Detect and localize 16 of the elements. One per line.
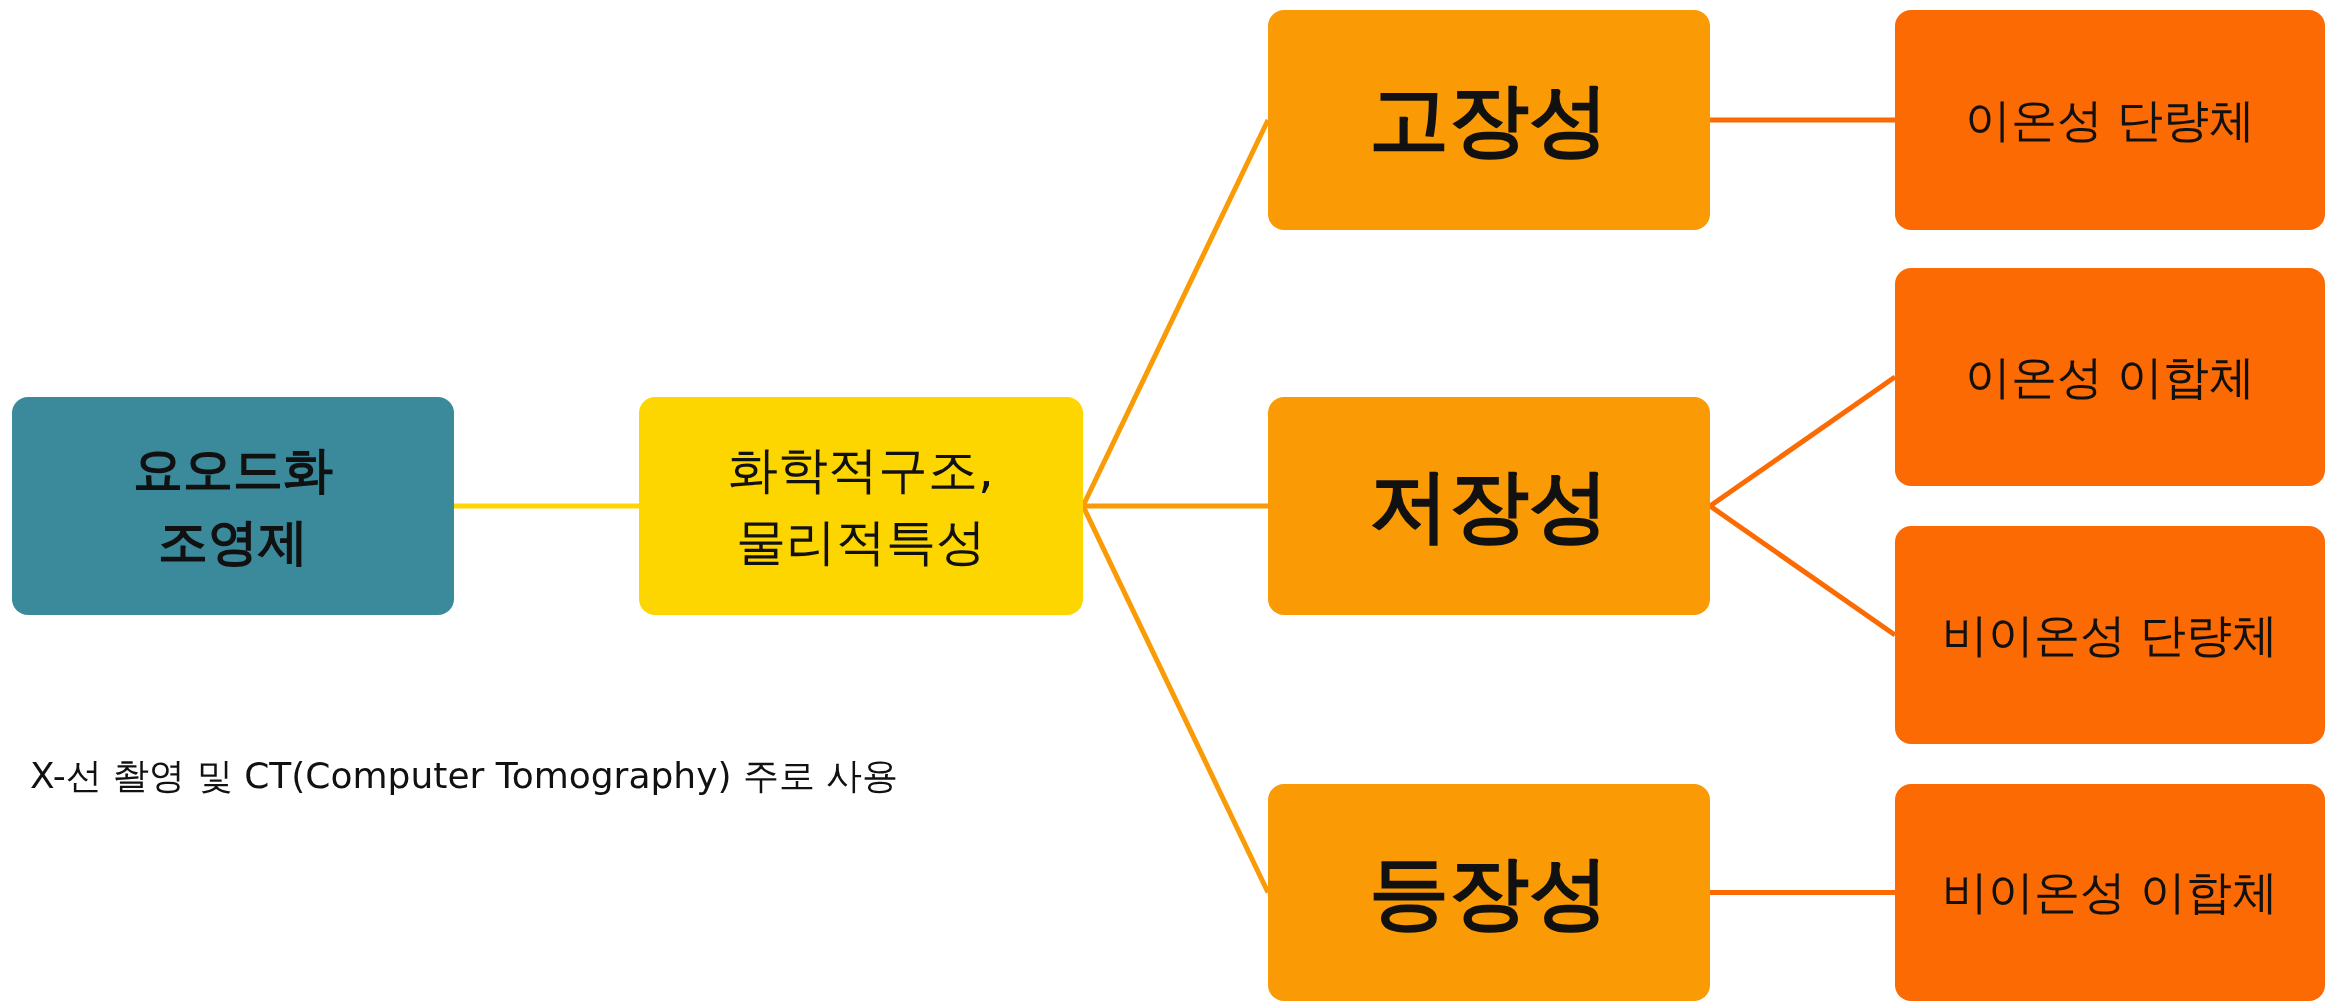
connector-line [1708, 503, 1897, 638]
connector-line [1710, 117, 1895, 123]
type-box: 비이온성 단량체 [1895, 526, 2325, 744]
connector-line [1708, 374, 1897, 509]
type-box: 비이온성 이합체 [1895, 784, 2325, 1001]
category-box: 고장성 [1268, 10, 1710, 230]
note-text: X-선 촬영 및 CT(Computer Tomography) 주로 사용 [30, 754, 899, 798]
type-box: 이온성 단량체 [1895, 10, 2325, 230]
type-box: 이온성 이합체 [1895, 268, 2325, 486]
category-box: 화학적구조, 물리적특성 [639, 397, 1083, 615]
category-box: 등장성 [1268, 784, 1710, 1001]
connector-line [1710, 890, 1895, 895]
category-box: 저장성 [1268, 397, 1710, 615]
topic-box: 요오드화 조영제 [12, 397, 454, 615]
connector-line [454, 503, 639, 509]
connector-line [1083, 503, 1268, 509]
